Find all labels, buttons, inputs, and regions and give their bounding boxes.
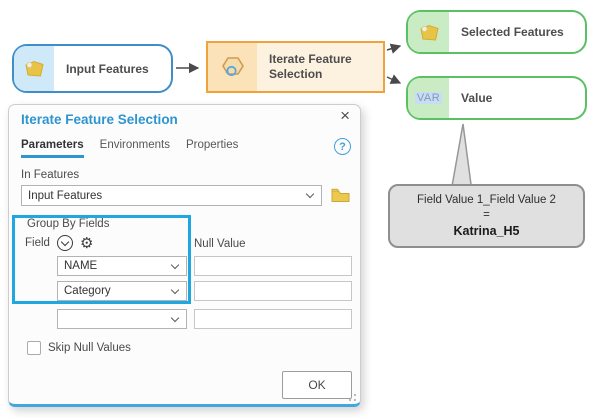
node-label-line2: Selection — [269, 67, 323, 81]
skip-null-values-checkbox[interactable] — [27, 341, 41, 355]
feature-class-icon — [408, 12, 449, 52]
chevron-down-icon — [170, 260, 180, 269]
field-header-label: Field — [25, 237, 50, 249]
tab-properties[interactable]: Properties — [185, 139, 239, 151]
callout-example-value: Katrina_H5 — [453, 223, 520, 238]
in-features-value: Input Features — [28, 189, 103, 202]
node-label: Value — [461, 91, 493, 105]
null-value-input-row2[interactable] — [194, 281, 352, 301]
feature-class-icon — [14, 46, 54, 91]
field-dropdown-row3[interactable] — [57, 309, 187, 329]
field-dropdown-value: NAME — [64, 260, 98, 272]
node-label: Input Features — [66, 61, 149, 76]
field-dropdown-row2[interactable]: Category — [57, 281, 187, 301]
null-value-header-label: Null Value — [194, 238, 246, 250]
null-value-input-row1[interactable] — [194, 256, 352, 276]
field-dropdown-value: Category — [64, 285, 111, 297]
gear-icon[interactable]: ⚙ — [79, 233, 94, 252]
connector-iterator-to-value — [386, 74, 402, 84]
ok-button[interactable]: OK — [282, 371, 352, 399]
help-icon[interactable]: ? — [334, 138, 351, 155]
callout-pattern-text: Field Value 1_Field Value 2 — [417, 193, 556, 206]
node-input-features[interactable]: Input Features — [12, 44, 173, 93]
field-dropdown-row1[interactable]: NAME — [57, 256, 187, 276]
dialog-title: Iterate Feature Selection — [21, 112, 178, 127]
var-badge: VAR — [414, 92, 443, 104]
chevron-down-icon — [170, 313, 180, 322]
node-label: Selected Features — [461, 25, 564, 39]
close-icon[interactable]: × — [340, 106, 350, 125]
group-by-fields-label: Group By Fields — [27, 218, 110, 230]
iterator-hexagon-icon — [208, 43, 257, 91]
node-value[interactable]: VAR Value — [406, 76, 587, 120]
in-features-label: In Features — [21, 169, 80, 181]
in-features-combobox[interactable]: Input Features — [21, 185, 322, 206]
naming-callout[interactable]: Field Value 1_Field Value 2 = Katrina_H5 — [388, 184, 585, 248]
chevron-down-icon — [170, 285, 180, 294]
node-iterate-feature-selection[interactable]: Iterate Feature Selection — [206, 41, 385, 93]
null-value-input-row3[interactable] — [194, 309, 352, 329]
field-header-row: Field ⚙ — [25, 235, 93, 251]
callout-equals: = — [483, 208, 490, 221]
browse-folder-icon[interactable] — [331, 187, 350, 208]
node-label-line1: Iterate Feature — [269, 52, 352, 66]
chevron-down-icon — [305, 189, 315, 199]
iterate-feature-selection-dialog: Iterate Feature Selection × Parameters E… — [8, 104, 361, 407]
tab-parameters[interactable]: Parameters — [21, 139, 84, 158]
skip-null-values-label: Skip Null Values — [48, 342, 131, 354]
collapse-chevron-icon[interactable] — [56, 235, 73, 251]
tab-environments[interactable]: Environments — [99, 139, 170, 151]
dialog-tabs: Parameters Environments Properties — [21, 139, 238, 158]
node-selected-features[interactable]: Selected Features — [406, 10, 587, 54]
callout-pointer — [450, 123, 473, 193]
connector-iterator-to-selected-features — [386, 43, 402, 54]
variable-icon: VAR — [408, 78, 449, 118]
resize-grip[interactable] — [344, 389, 356, 401]
